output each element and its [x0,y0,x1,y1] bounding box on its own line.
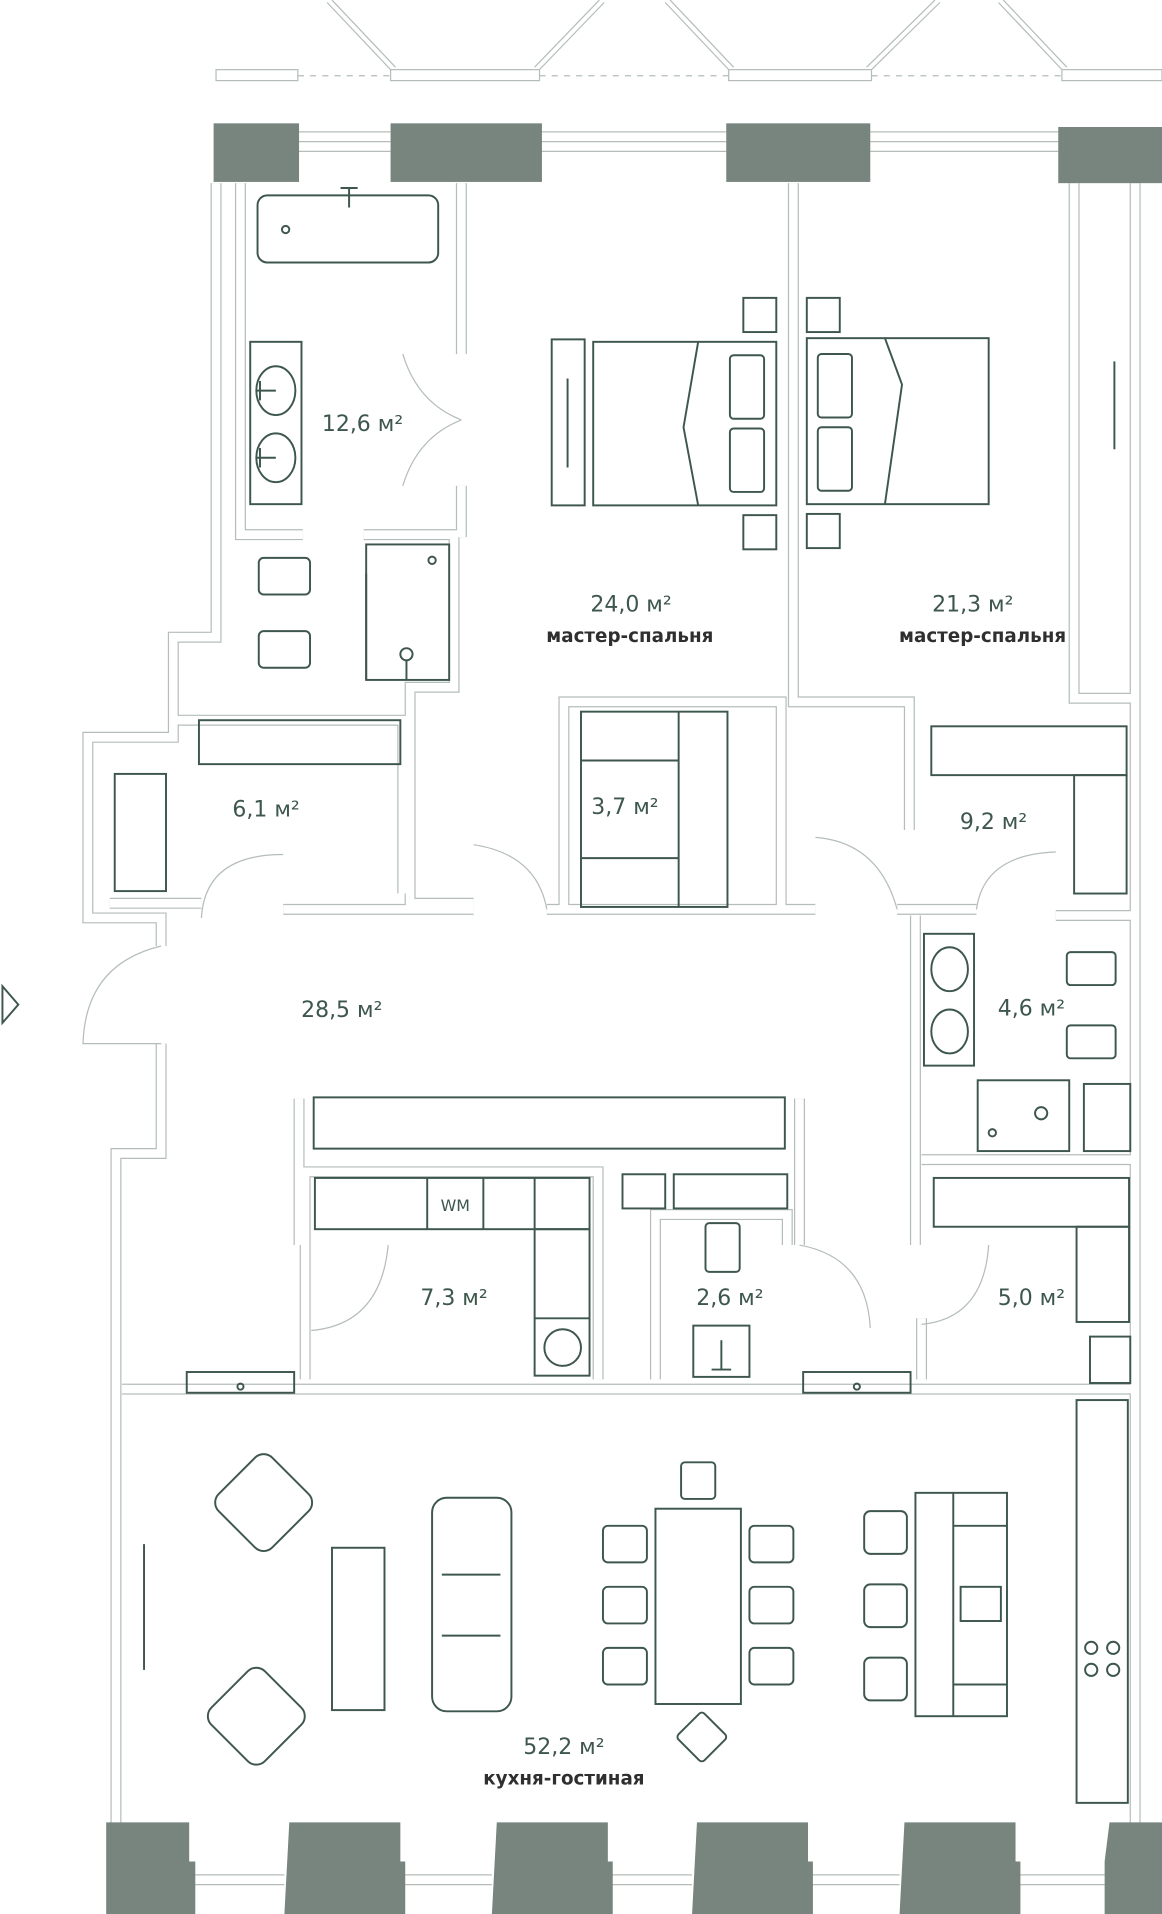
room-area: 6,1 м² [232,798,299,823]
washing-machine-label: WM [441,1196,470,1215]
room-name: мастер-спальня [546,626,713,647]
pillars [106,123,1162,1914]
room-area: 7,3 м² [420,1286,487,1311]
furniture [113,187,1132,1804]
room-area: 28,5 м² [301,998,382,1023]
room-area: 5,0 м² [998,1286,1065,1311]
doors [82,353,1056,1332]
room-area: 24,0 м² [590,593,671,618]
room-area: 9,2 м² [960,810,1027,835]
room-area: 12,6 м² [322,412,403,437]
room-area: 4,6 м² [998,997,1065,1022]
windows [191,131,1105,1886]
balcony [215,0,1162,82]
room-name: мастер-спальня [899,626,1066,647]
room-labels: 12,6 м² 24,0 м² мастер-спальня 21,3 м² м… [232,412,1066,1790]
triangle-right-icon [1,983,20,1026]
room-area: 2,6 м² [696,1286,763,1311]
room-area: 21,3 м² [932,593,1013,618]
room-area: 3,7 м² [591,795,658,820]
room-area: 52,2 м² [523,1735,604,1760]
walls [82,183,1141,1831]
room-name: кухня-гостиная [483,1769,644,1790]
